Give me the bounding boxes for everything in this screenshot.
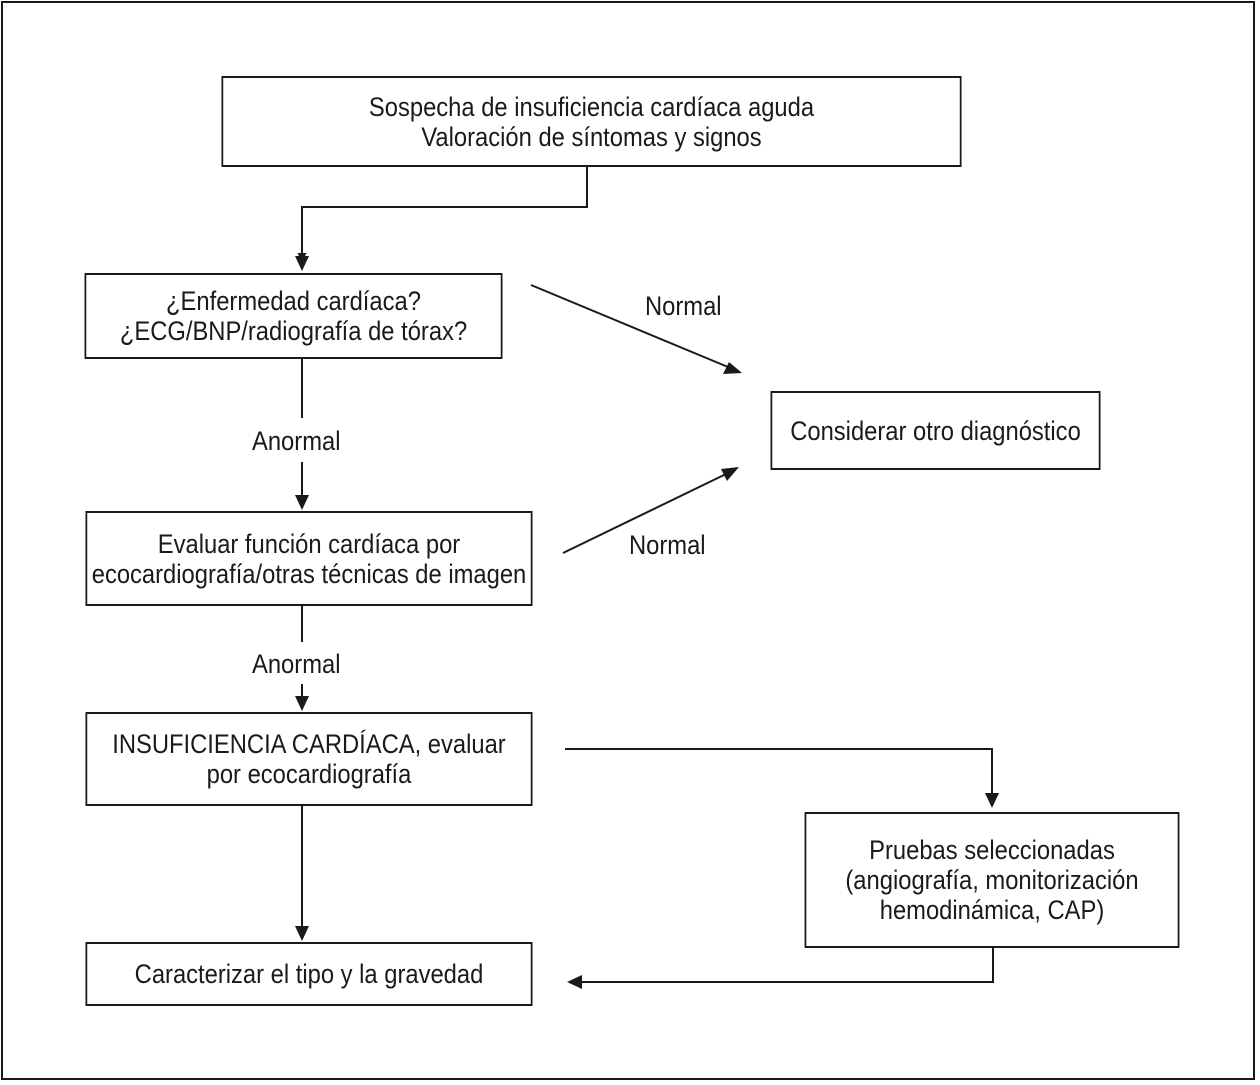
node-heart-failure-line1: INSUFICIENCIA CARDÍACA, evaluar bbox=[112, 729, 506, 759]
arrowhead bbox=[295, 696, 309, 711]
edge-label-normal-2: Normal bbox=[629, 530, 706, 560]
edge-selected-tests-to-characterize bbox=[582, 948, 994, 983]
edge-heart-failure-to-selected-tests bbox=[565, 748, 993, 795]
node-selected-tests: Pruebas seleccionadas (angiografía, moni… bbox=[804, 812, 1180, 948]
node-heart-disease-line1: ¿Enfermedad cardíaca? bbox=[166, 286, 421, 316]
arrowhead bbox=[723, 362, 742, 374]
arrowhead bbox=[295, 256, 309, 271]
edge-heart-disease-to-other-diagnosis bbox=[530, 284, 729, 368]
arrowhead bbox=[721, 467, 739, 481]
arrowhead bbox=[567, 975, 582, 989]
edge-suspicion-to-heart-disease bbox=[297, 167, 588, 262]
node-evaluate-function-line1: Evaluar función cardíaca por bbox=[157, 528, 461, 559]
node-other-diagnosis-line1: Considerar otro diagnóstico bbox=[790, 415, 1081, 446]
node-evaluate-function-line2: ecocardiografía/otras técnicas de imagen bbox=[91, 558, 527, 589]
arrowhead bbox=[295, 926, 309, 941]
node-selected-tests-line1: Pruebas seleccionadas bbox=[869, 835, 1115, 865]
node-suspicion-line2: Valoración de síntomas y signos bbox=[421, 121, 762, 152]
node-suspicion-line1: Sospecha de insuficiencia cardíaca aguda bbox=[368, 91, 815, 122]
node-evaluate-function: Evaluar función cardíaca por ecocardiogr… bbox=[85, 511, 533, 606]
node-other-diagnosis: Considerar otro diagnóstico bbox=[770, 391, 1101, 470]
node-heart-disease: ¿Enfermedad cardíaca? ¿ECG/BNP/radiograf… bbox=[84, 273, 503, 359]
node-selected-tests-line2: (angiografía, monitorización bbox=[845, 865, 1139, 895]
node-heart-disease-line2: ¿ECG/BNP/radiografía de tórax? bbox=[119, 316, 468, 346]
edge-label-abnormal-1: Anormal bbox=[252, 426, 341, 456]
edge-label-abnormal-2: Anormal bbox=[252, 649, 341, 679]
node-characterize: Caracterizar el tipo y la gravedad bbox=[85, 942, 533, 1006]
edge-label-normal-1: Normal bbox=[645, 291, 722, 321]
arrowhead bbox=[985, 793, 999, 808]
node-heart-failure-line2: por ecocardiografía bbox=[206, 759, 412, 789]
arrowhead bbox=[295, 495, 309, 510]
node-characterize-line1: Caracterizar el tipo y la gravedad bbox=[134, 959, 484, 989]
node-heart-failure: INSUFICIENCIA CARDÍACA, evaluar por ecoc… bbox=[85, 712, 533, 806]
edge-evaluate-function-to-other-diagnosis bbox=[562, 473, 727, 554]
node-selected-tests-line3: hemodinámica, CAP) bbox=[879, 895, 1105, 925]
node-suspicion: Sospecha de insuficiencia cardíaca aguda… bbox=[221, 76, 962, 167]
